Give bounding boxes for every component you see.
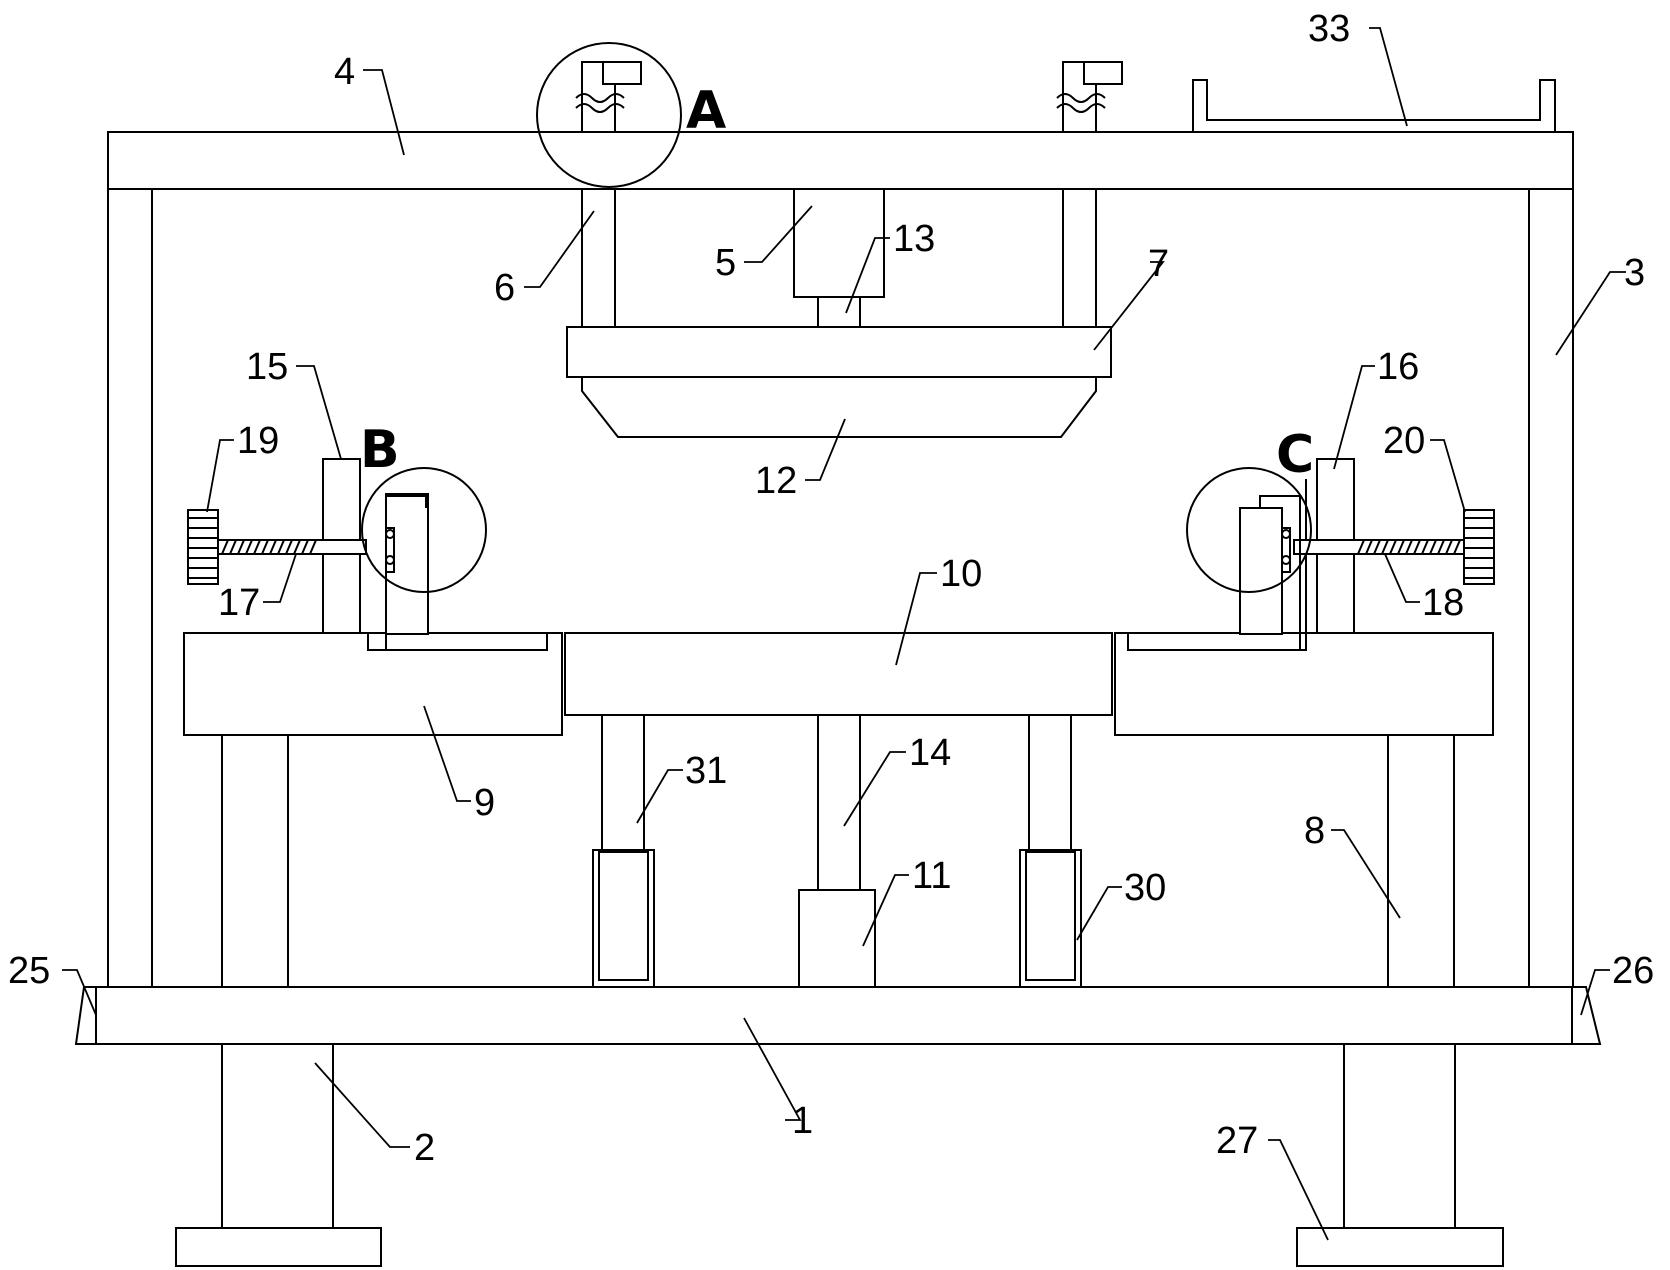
callout-5: 5 bbox=[715, 242, 736, 284]
leader-19 bbox=[207, 440, 234, 512]
detail-label-a: A bbox=[686, 81, 726, 141]
callout-33: 33 bbox=[1308, 8, 1350, 50]
right-foot-pad bbox=[1297, 1228, 1503, 1266]
callout-20: 20 bbox=[1383, 420, 1425, 462]
right-end-block bbox=[1572, 987, 1600, 1044]
rod-14 bbox=[818, 715, 860, 890]
callout-18: 18 bbox=[1422, 582, 1464, 624]
leader-33 bbox=[1369, 28, 1407, 126]
callout-15: 15 bbox=[246, 346, 288, 388]
left-end-block bbox=[76, 987, 96, 1044]
callout-17: 17 bbox=[218, 582, 260, 624]
cylinder-11 bbox=[799, 890, 875, 987]
leader-16 bbox=[1334, 366, 1375, 469]
detail-label-c: C bbox=[1276, 425, 1314, 485]
callout-8: 8 bbox=[1304, 810, 1325, 852]
left-support-column bbox=[222, 735, 288, 987]
leader-17 bbox=[263, 554, 296, 602]
callout-7: 7 bbox=[1148, 243, 1169, 285]
upper-press bbox=[567, 62, 1122, 437]
callout-25: 25 bbox=[8, 950, 50, 992]
left-knob-grip bbox=[188, 518, 218, 578]
callout-1: 1 bbox=[792, 1100, 813, 1142]
leader-15 bbox=[296, 366, 341, 459]
rod-30 bbox=[1029, 715, 1071, 852]
callout-6: 6 bbox=[494, 267, 515, 309]
callout-31: 31 bbox=[685, 750, 727, 792]
right-table-9 bbox=[1115, 633, 1493, 735]
right-leg bbox=[1344, 1044, 1455, 1228]
callout-26: 26 bbox=[1612, 950, 1654, 992]
callout-19: 19 bbox=[237, 420, 279, 462]
callout-13: 13 bbox=[893, 218, 935, 260]
callout-11: 11 bbox=[912, 855, 951, 897]
right-bearing-block bbox=[1282, 528, 1290, 572]
callout-10: 10 bbox=[940, 553, 982, 595]
rod-31 bbox=[602, 715, 644, 852]
center-table-10 bbox=[565, 633, 1112, 715]
callout-14: 14 bbox=[909, 732, 951, 774]
callout-9: 9 bbox=[474, 782, 495, 824]
press-plate-7 bbox=[567, 327, 1111, 377]
leader-18 bbox=[1385, 554, 1420, 602]
cylinder-5 bbox=[794, 189, 884, 297]
base-assembly bbox=[76, 987, 1600, 1266]
top-beam bbox=[108, 132, 1573, 189]
right-support-column-8 bbox=[1388, 735, 1454, 987]
callout-30: 30 bbox=[1124, 867, 1166, 909]
left-leg bbox=[222, 1044, 333, 1228]
right-knob-grip bbox=[1464, 518, 1494, 578]
left-column bbox=[108, 189, 152, 987]
sleeve-31 bbox=[593, 850, 654, 987]
detail-label-b: B bbox=[360, 420, 400, 480]
press-head-12 bbox=[582, 377, 1096, 437]
callout-3: 3 bbox=[1624, 252, 1645, 294]
left-guide-rod bbox=[582, 189, 615, 327]
leader-30 bbox=[1077, 887, 1122, 940]
piston-rod-13 bbox=[818, 297, 860, 327]
base-plate bbox=[96, 987, 1572, 1044]
right-guide-rod bbox=[1063, 189, 1096, 327]
callout-12: 12 bbox=[755, 460, 797, 502]
callout-27: 27 bbox=[1216, 1120, 1258, 1162]
left-foot-pad bbox=[176, 1228, 381, 1266]
callout-2: 2 bbox=[414, 1127, 435, 1169]
right-clamp-jaw bbox=[1240, 508, 1282, 634]
top-tray bbox=[1193, 80, 1555, 132]
left-rod-cap bbox=[603, 62, 641, 84]
left-table-9 bbox=[184, 633, 562, 735]
right-rod-cap bbox=[1084, 62, 1122, 84]
sleeve-30 bbox=[1020, 850, 1081, 987]
lower-cylinders bbox=[593, 715, 1081, 987]
leader-20 bbox=[1430, 440, 1465, 512]
right-column bbox=[1529, 189, 1573, 987]
leader-27 bbox=[1268, 1140, 1328, 1240]
callout-16: 16 bbox=[1377, 346, 1419, 388]
callout-4: 4 bbox=[334, 51, 355, 93]
left-bearing-block bbox=[386, 528, 394, 572]
